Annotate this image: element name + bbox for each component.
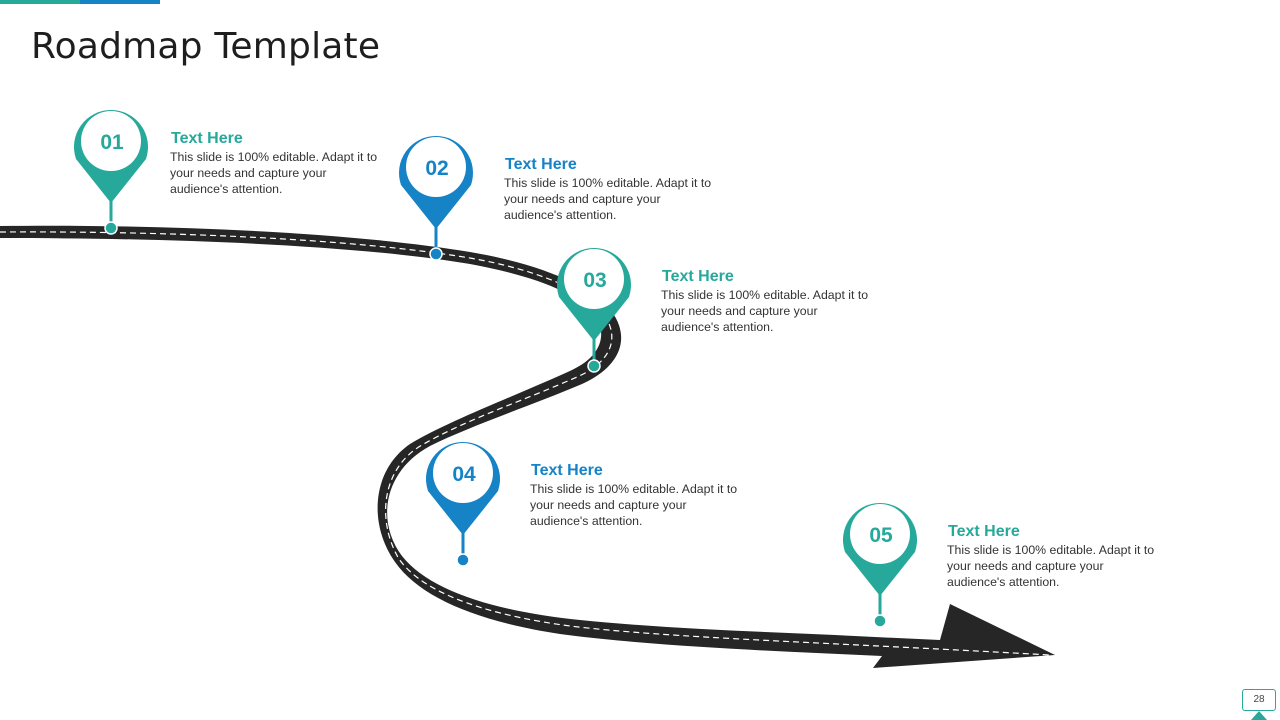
milestone-body: This slide is 100% editable. Adapt it to… [504,176,712,222]
milestone-heading: Text Here [505,156,577,173]
milestone-heading: Text Here [171,130,243,147]
milestone-body: This slide is 100% editable. Adapt it to… [661,288,869,334]
milestone-heading: Text Here [662,268,734,285]
milestone-pin-02: 02 [398,135,474,261]
milestone-text-03: Text Here This slide is 100% editable. A… [661,267,871,335]
milestone-heading: Text Here [531,462,603,479]
milestone-number-02: 02 [425,157,448,180]
road-body [0,225,1055,668]
road-center-line [0,231,1051,656]
milestone-body: This slide is 100% editable. Adapt it to… [530,482,738,528]
milestone-number-04: 04 [452,463,476,486]
milestone-number-03: 03 [583,269,606,292]
milestone-pin-05: 05 [843,503,917,628]
milestone-pin-04: 04 [426,442,500,567]
slide-title: Roadmap Template [31,26,381,67]
page-number-stand-icon [1251,711,1267,720]
milestone-text-02: Text Here This slide is 100% editable. A… [504,155,714,223]
milestone-text-04: Text Here This slide is 100% editable. A… [530,461,740,529]
milestone-body: This slide is 100% editable. Adapt it to… [947,543,1155,589]
accent-bar-teal [0,0,80,4]
milestone-text-01: Text Here This slide is 100% editable. A… [170,129,380,197]
milestone-pin-03: 03 [557,248,631,373]
accent-bar-blue [80,0,160,4]
milestone-heading: Text Here [948,523,1020,540]
milestone-pin-01: 01 [74,110,148,235]
milestone-number-05: 05 [869,524,893,547]
milestone-number-01: 01 [100,131,124,154]
milestone-text-05: Text Here This slide is 100% editable. A… [947,522,1157,590]
milestone-body: This slide is 100% editable. Adapt it to… [170,150,378,196]
page-number: 28 [1242,689,1276,711]
